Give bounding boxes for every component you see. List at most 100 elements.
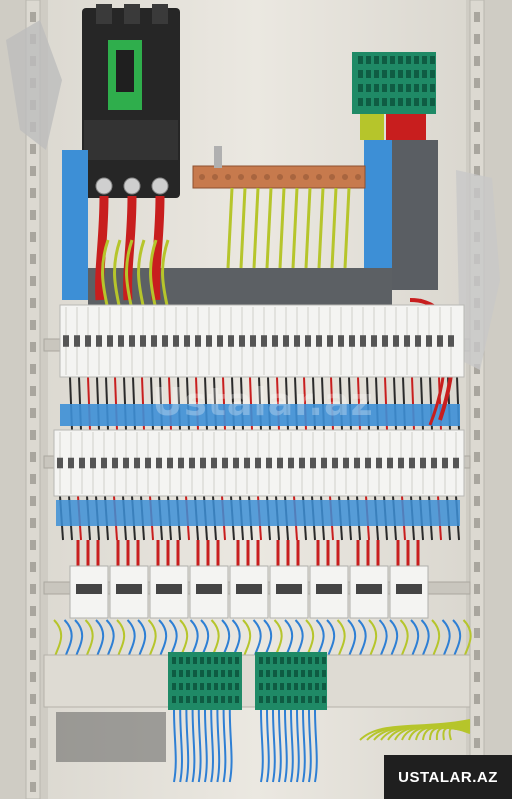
post-hole (474, 650, 480, 660)
feeder-wire (95, 195, 109, 301)
terminal-slot (294, 657, 298, 664)
cable-entry (56, 712, 166, 762)
terminal-slot (366, 84, 371, 92)
earth-wire (101, 239, 110, 311)
terminal-slot (382, 56, 387, 64)
terminal-slot (315, 670, 319, 677)
breaker-toggle (448, 335, 454, 347)
breaker-toggle (189, 457, 195, 469)
earth-wire (265, 187, 273, 269)
post-hole (30, 364, 36, 374)
terminal-slot (358, 84, 363, 92)
terminal-wire (228, 709, 233, 783)
device-toggle (236, 584, 262, 594)
post-hole (474, 78, 480, 88)
terminal-slot (358, 98, 363, 106)
terminal-slot (308, 696, 312, 703)
bus-screw (316, 174, 322, 180)
terminal-wire (266, 709, 270, 783)
device-toggle (116, 584, 142, 594)
post-hole (30, 474, 36, 484)
post-hole (30, 716, 36, 726)
plastic-cover-right (456, 170, 500, 370)
terminal-lug (95, 177, 113, 195)
terminal-slot (207, 683, 211, 690)
breaker-toggle (195, 335, 201, 347)
terminal-slot (366, 56, 371, 64)
device-toggle (396, 584, 422, 594)
post-hole (30, 298, 36, 308)
terminal-wire (185, 709, 190, 783)
terminal-slot (228, 696, 232, 703)
device-toggle (276, 584, 302, 594)
terminal-wire (284, 709, 288, 783)
terminal-slot (414, 98, 419, 106)
breaker-toggle (316, 335, 322, 347)
terminal-slot (207, 657, 211, 664)
breaker-toggle (217, 335, 223, 347)
terminal-slot (273, 683, 277, 690)
post-hole (30, 628, 36, 638)
post-hole (30, 606, 36, 616)
breaker-toggle (360, 335, 366, 347)
breaker-toggle (283, 335, 289, 347)
terminal-slot (430, 98, 435, 106)
post-hole (30, 12, 36, 22)
terminal-wire (314, 709, 318, 783)
terminal-slot (422, 84, 427, 92)
breaker-toggle (442, 457, 448, 469)
terminal-slot (374, 56, 379, 64)
breaker-toggle (305, 335, 311, 347)
breaker-screw-cap (96, 4, 112, 24)
post-hole (474, 628, 480, 638)
terminal-slot (214, 657, 218, 664)
main-breaker-lever (116, 50, 134, 92)
terminal-slot (308, 670, 312, 677)
terminal-slot (207, 670, 211, 677)
brand-badge: USTALAR.AZ (384, 755, 512, 799)
bus-screw (238, 174, 244, 180)
breaker-toggle (162, 335, 168, 347)
earth-wire (278, 187, 286, 269)
terminal-slot (287, 670, 291, 677)
terminal-slot (221, 657, 225, 664)
post-hole (30, 188, 36, 198)
terminal-slot (207, 696, 211, 703)
breaker-toggle (250, 335, 256, 347)
post-hole (474, 408, 480, 418)
terminal-wire (296, 709, 300, 783)
terminal-slot (186, 657, 190, 664)
terminal-slot (221, 670, 225, 677)
post-hole (30, 540, 36, 550)
bus-screw (264, 174, 270, 180)
post-hole (474, 12, 480, 22)
terminal-slot (294, 696, 298, 703)
earth-wire (137, 239, 146, 311)
terminal-slot (390, 56, 395, 64)
terminal-slot (374, 98, 379, 106)
breaker-toggle (426, 335, 432, 347)
breaker-toggle (277, 457, 283, 469)
terminal-wire (204, 709, 208, 783)
terminal-slot (430, 70, 435, 78)
bus-screw (251, 174, 257, 180)
post-hole (474, 144, 480, 154)
breaker-toggle (272, 335, 278, 347)
terminal-slot (315, 696, 319, 703)
grey-duct (392, 140, 438, 290)
bus-screw (225, 174, 231, 180)
terminal-slot (193, 657, 197, 664)
post-hole (30, 694, 36, 704)
bus-bolt (214, 146, 222, 168)
terminal-slot (366, 98, 371, 106)
post-hole (474, 672, 480, 682)
terminal-slot (322, 657, 326, 664)
feeder-wire (151, 195, 165, 301)
breaker-toggle (420, 457, 426, 469)
breaker-toggle (101, 457, 107, 469)
blue-support-right (364, 140, 392, 290)
terminal-wire (216, 709, 221, 783)
terminal-slot (430, 84, 435, 92)
terminal-wire (302, 709, 306, 783)
post-hole (474, 716, 480, 726)
